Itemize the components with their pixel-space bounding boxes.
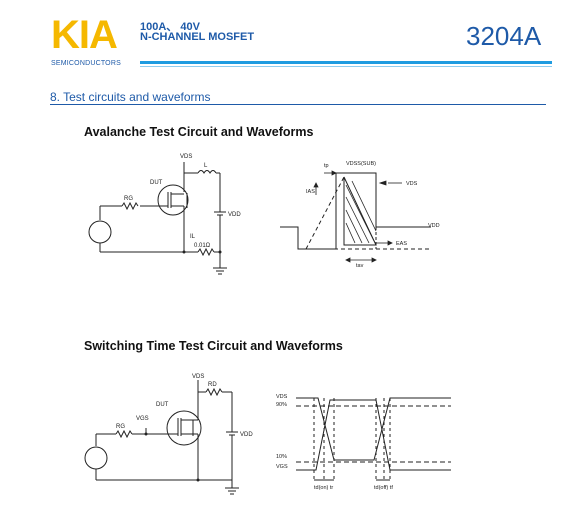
label-sw-vds: VDS bbox=[192, 374, 204, 380]
label-sw-rg: RG bbox=[116, 424, 125, 430]
label-tp: tp bbox=[324, 163, 329, 169]
avalanche-waveform: tp VDSS(SUB) IAS VDS VDD EAS tav bbox=[280, 161, 440, 269]
avalanche-heading: Avalanche Test Circuit and Waveforms bbox=[84, 125, 314, 139]
label-10: 10% bbox=[276, 454, 287, 460]
switching-heading: Switching Time Test Circuit and Waveform… bbox=[84, 339, 343, 353]
label-tdoff-tf: td(off) tf bbox=[374, 485, 393, 491]
label-dut: DUT bbox=[150, 180, 163, 186]
label-vds: VDS bbox=[180, 154, 192, 160]
label-wave-vgs: VGS bbox=[276, 464, 288, 470]
switching-test-circuit: VDS RD DUT VGS RG VDD bbox=[84, 374, 253, 495]
label-rd: RD bbox=[208, 382, 217, 388]
label-tdon-tr: td(on) tr bbox=[314, 485, 333, 491]
switching-waveform: VDS 90% 10% VGS td(on) tr td(off) tf bbox=[276, 394, 451, 491]
label-vgs: VGS bbox=[136, 416, 149, 422]
spec-rating: 100A、 40V bbox=[140, 21, 200, 33]
label-wave-vdd: VDD bbox=[428, 223, 440, 229]
company-logo: KIA bbox=[51, 13, 118, 57]
label-vdd: VDD bbox=[228, 212, 241, 218]
section-title: 8. Test circuits and waveforms bbox=[50, 90, 211, 104]
label-sw-dut: DUT bbox=[156, 402, 169, 408]
label-eas: EAS bbox=[396, 241, 407, 247]
label-resistor: 0.01Ω bbox=[194, 243, 211, 249]
label-il: IL bbox=[190, 234, 196, 240]
label-wave-vds: VDS bbox=[276, 394, 288, 400]
part-number: 3204A bbox=[466, 21, 542, 51]
label-90: 90% bbox=[276, 402, 287, 408]
logo-subtitle: SEMICONDUCTORS bbox=[51, 60, 121, 67]
label-rg: RG bbox=[124, 196, 133, 202]
header-divider-thin bbox=[140, 66, 552, 67]
avalanche-test-circuit: VDS L DUT RG VDD IL 0.01Ω bbox=[88, 154, 241, 275]
label-ias: IAS bbox=[306, 189, 315, 195]
label-wave-vds: VDS bbox=[406, 181, 418, 187]
label-sw-vdd: VDD bbox=[240, 432, 253, 438]
spec-type: N-CHANNEL MOSFET bbox=[140, 31, 255, 43]
label-vdss: VDSS(SUB) bbox=[346, 161, 376, 167]
label-tav: tav bbox=[356, 263, 364, 269]
section-underline bbox=[50, 104, 546, 105]
header-divider bbox=[140, 61, 552, 64]
label-l: L bbox=[204, 163, 208, 169]
